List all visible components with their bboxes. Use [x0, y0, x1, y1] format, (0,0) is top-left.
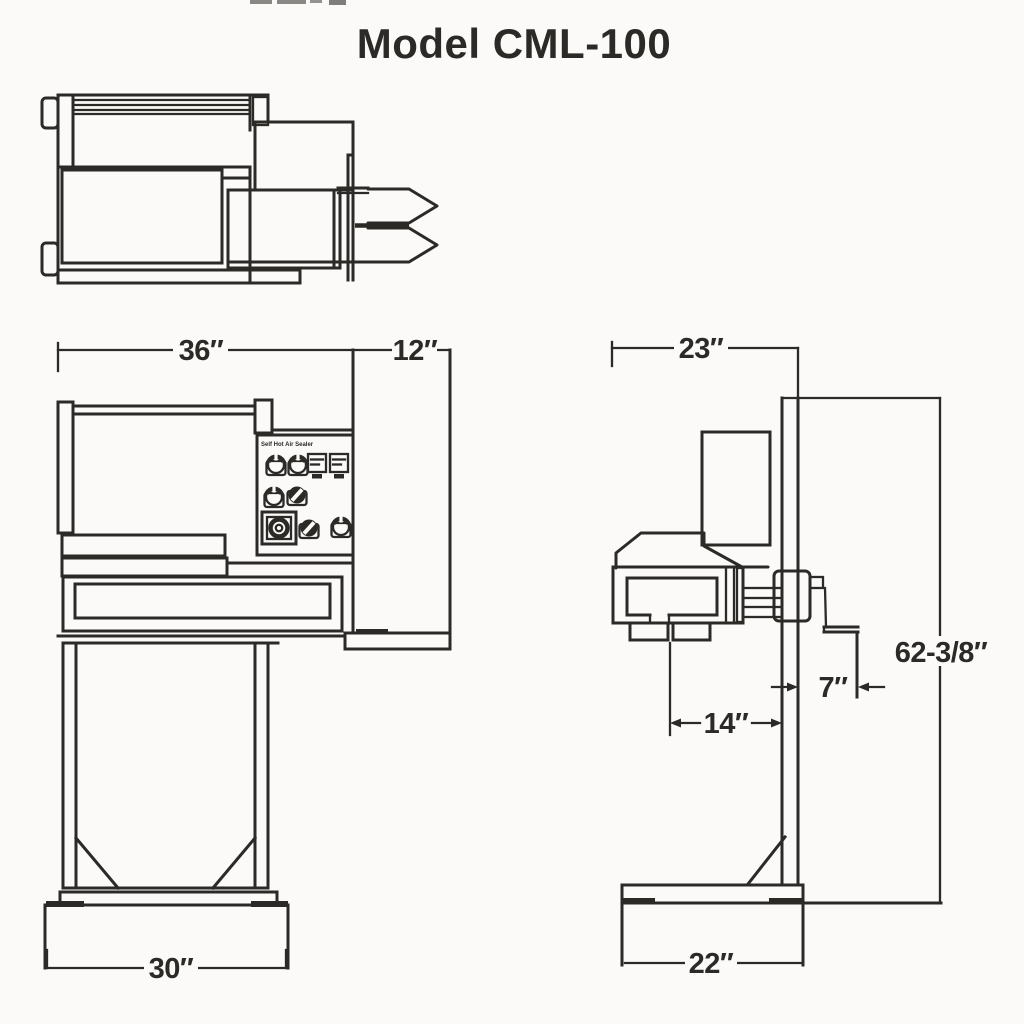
plan-film-cones	[355, 187, 439, 264]
front-right-brace	[210, 835, 258, 891]
side-height-dimension: 62-3/8″	[780, 396, 998, 905]
head-offset-dim-label: 14″	[704, 708, 749, 740]
plan-view	[40, 93, 439, 285]
control-panel: Self Hot Air Sealer	[225, 433, 355, 565]
side-height-dim-label: 62-3/8″	[895, 637, 988, 669]
film-cone-lower-icon	[366, 226, 439, 264]
side-hood	[700, 430, 772, 547]
side-base-dim-label: 22″	[689, 948, 734, 980]
side-brace	[745, 834, 788, 887]
power-button-icon	[260, 510, 298, 546]
front-extension-dim-label: 12″	[393, 335, 438, 367]
side-foot-right	[671, 621, 712, 642]
head-offset-dimension: 14″	[668, 641, 782, 740]
front-width-dimension: 36″ 12″	[56, 335, 452, 373]
front-base: 30″	[43, 901, 290, 985]
crank-offset-dim-label: 7″	[818, 672, 848, 704]
film-cone-upper-icon	[366, 187, 439, 225]
plan-roller-band	[73, 95, 270, 127]
side-depth-dimension: 23″	[610, 333, 800, 400]
front-width-dim-label: 36″	[179, 335, 224, 367]
drawing-title: Model CML-100	[357, 20, 672, 67]
crank-offset-dimension: 7″	[770, 672, 886, 704]
cropped-header-fragment	[250, 0, 346, 5]
side-depth-dim-label: 23″	[679, 333, 724, 365]
front-view: 36″ 12″ Self Hot Air Sealer	[43, 335, 452, 985]
front-left-brace	[73, 835, 121, 891]
side-column	[780, 396, 800, 887]
crank-handle	[772, 569, 860, 699]
front-side-panel	[343, 348, 452, 651]
side-base: 22″	[620, 834, 943, 980]
plan-right-column	[336, 153, 370, 282]
plan-deck-opening	[60, 168, 224, 265]
plan-discharge-module	[226, 188, 342, 270]
control-panel-title: Self Hot Air Sealer	[261, 442, 314, 448]
side-foot-left	[628, 621, 670, 642]
front-base-dim-label: 30″	[149, 953, 194, 985]
side-view: 23″ 62-3/8″	[610, 333, 998, 980]
front-conveyor	[60, 533, 344, 633]
